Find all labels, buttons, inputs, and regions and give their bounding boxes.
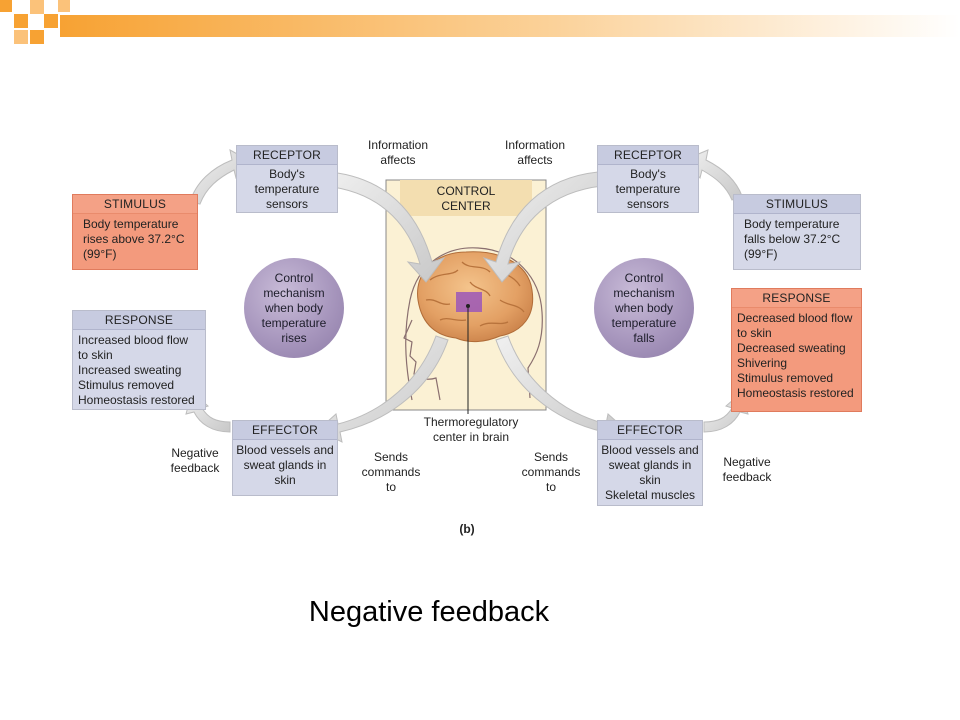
information-affects-left-label: Information affects — [367, 138, 429, 167]
effector-title-right: EFFECTOR — [598, 421, 702, 440]
response-title-right: RESPONSE — [732, 289, 861, 308]
stimulus-text-left: Body temperature rises above 37.2°C (99°… — [83, 217, 185, 261]
control-mechanism-falls-circle: Control mechanism when body temperature … — [594, 258, 694, 358]
head-silhouette — [405, 247, 543, 401]
sends-commands-left-label: Sends commands to — [361, 450, 421, 494]
effector-box-right: EFFECTOR Blood vessels and sweat glands … — [597, 420, 703, 506]
response-box-left: RESPONSE Increased blood flow to skin In… — [72, 310, 206, 410]
stimulus-title-right: STIMULUS — [734, 195, 860, 214]
arrow-receptor-to-control-right — [482, 171, 603, 283]
stimulus-box-right: STIMULUS Body temperature falls below 37… — [733, 194, 861, 270]
effector-line-right: Skeletal muscles — [604, 488, 696, 502]
receptor-text-left: Body's temperature sensors — [254, 167, 320, 211]
response-line-right: Stimulus removed — [737, 371, 834, 385]
response-line-right: Shivering — [737, 356, 788, 370]
sends-commands-right-label: Sends commands to — [521, 450, 581, 494]
receptor-title-right: RECEPTOR — [598, 146, 698, 165]
response-line-right: Decreased blood flow to skin — [737, 311, 853, 340]
response-line-left: Homeostasis restored — [78, 393, 195, 407]
receptor-title-left: RECEPTOR — [237, 146, 337, 165]
receptor-box-left: RECEPTOR Body's temperature sensors — [236, 145, 338, 213]
response-title-left: RESPONSE — [73, 311, 205, 330]
thermoregulatory-center-marker — [456, 292, 482, 312]
response-line-right: Decreased sweating — [737, 341, 846, 355]
slide-header-decoration — [0, 0, 960, 44]
control-mechanism-rises-circle: Control mechanism when body temperature … — [244, 258, 344, 358]
response-line-left: Increased sweating — [78, 363, 182, 377]
effector-line-right: Blood vessels and sweat glands in skin — [601, 443, 699, 487]
response-line-left: Stimulus removed — [78, 378, 175, 392]
slide-title: Negative feedback — [308, 596, 550, 628]
control-mechanism-falls-text: Control mechanism when body temperature … — [611, 270, 677, 345]
thermoregulatory-center-label: Thermoregulatory center in brain — [423, 415, 519, 444]
stimulus-title-left: STIMULUS — [73, 195, 197, 214]
negative-feedback-left-label: Negative feedback — [170, 446, 220, 475]
stimulus-text-right: Body temperature falls below 37.2°C (99°… — [744, 217, 841, 261]
information-affects-right-label: Information affects — [504, 138, 566, 167]
receptor-text-right: Body's temperature sensors — [615, 167, 681, 211]
negative-feedback-right-label: Negative feedback — [722, 455, 772, 484]
effector-text-left: Blood vessels and sweat glands in skin — [236, 443, 334, 487]
effector-title-left: EFFECTOR — [233, 421, 337, 440]
stimulus-box-left: STIMULUS Body temperature rises above 37… — [72, 194, 198, 270]
control-mechanism-rises-text: Control mechanism when body temperature … — [261, 270, 327, 345]
receptor-box-right: RECEPTOR Body's temperature sensors — [597, 145, 699, 213]
control-center-label: CONTROL CENTER — [436, 184, 496, 213]
response-box-right: RESPONSE Decreased blood flow to skin De… — [731, 288, 862, 412]
effector-box-left: EFFECTOR Blood vessels and sweat glands … — [232, 420, 338, 496]
panel-letter: (b) — [459, 522, 475, 536]
response-line-left: Increased blood flow to skin — [78, 333, 189, 362]
response-line-right: Homeostasis restored — [737, 386, 854, 400]
